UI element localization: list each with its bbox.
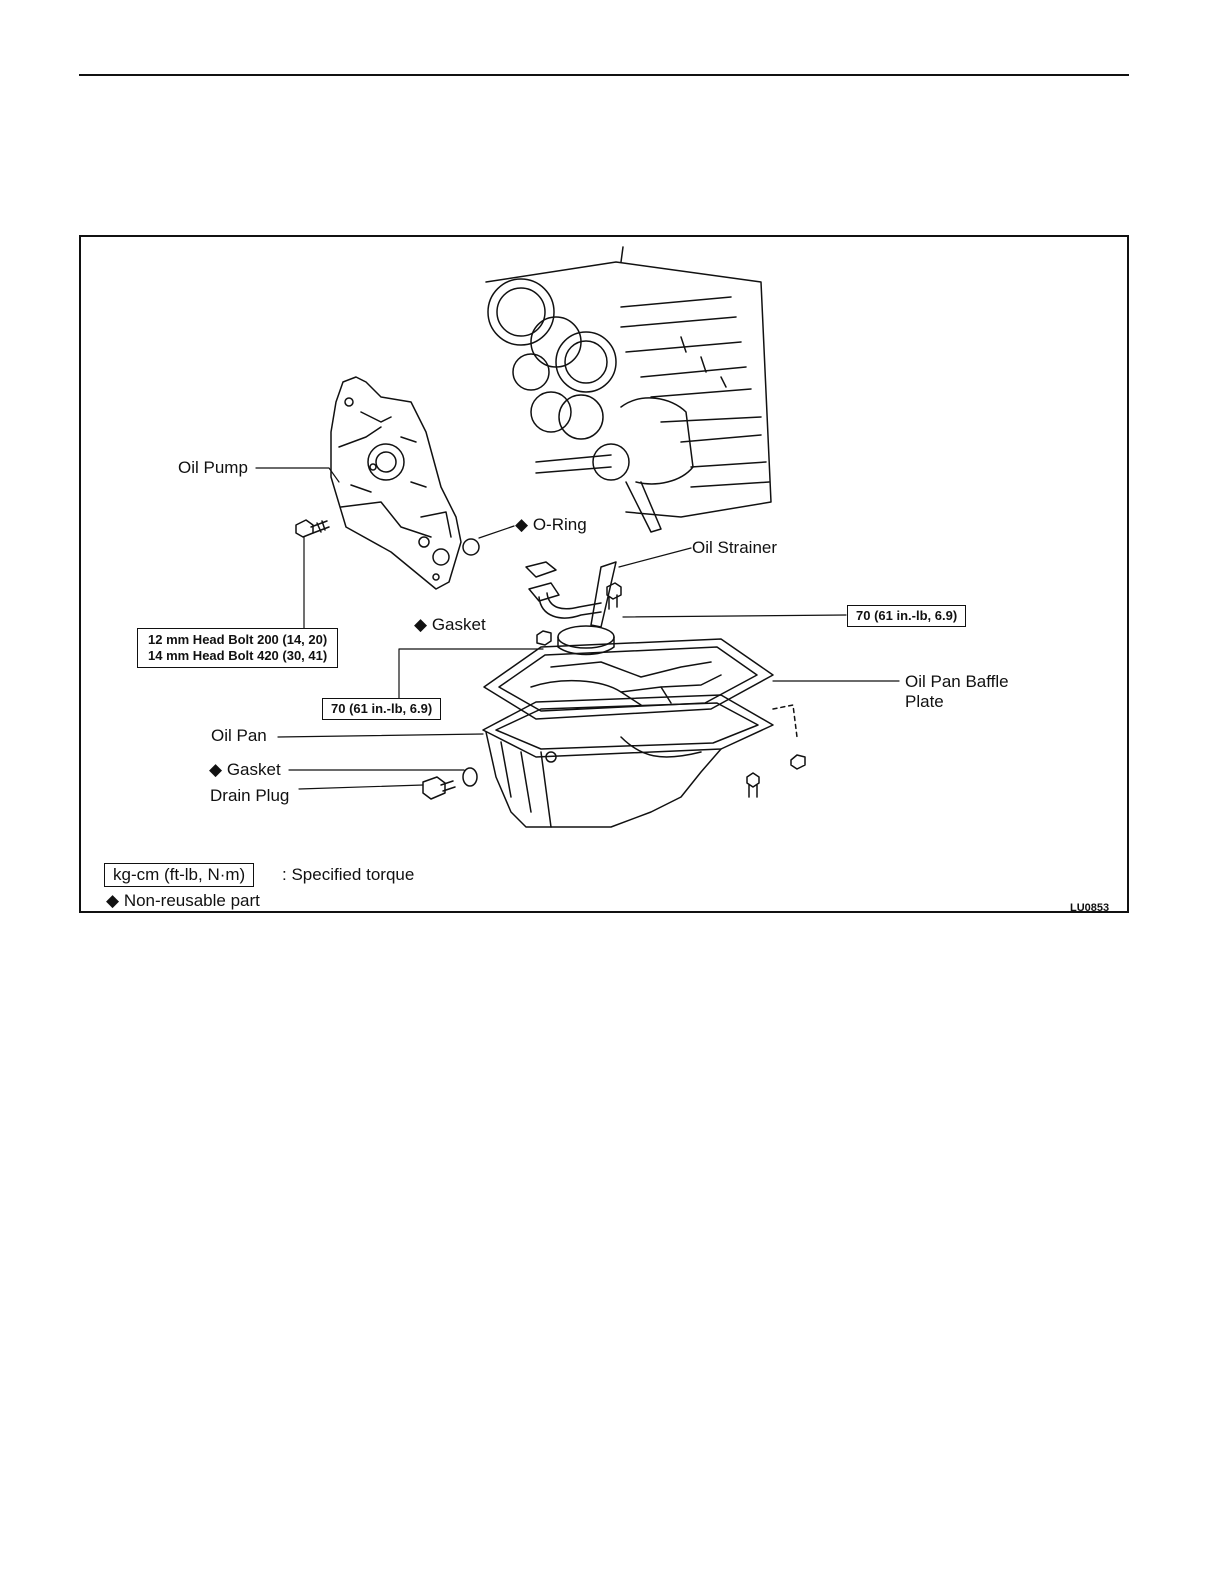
oil-pump-drawing [331,377,461,589]
diamond-icon: ◆ [209,760,222,779]
torque-baffle-nut: 70 (61 in.-lb, 6.9) [322,698,441,720]
strainer-bolt-drawing [607,583,621,609]
legend-torque-unit: kg-cm (ft-lb, N·m) [104,863,254,887]
pan-nut-drawing [791,755,805,769]
drain-gasket-drawing [463,768,477,786]
pan-bolt-drawing [747,773,759,797]
engine-block-drawing [486,247,771,532]
dashed-guide [773,705,797,737]
legend-torque-desc: : Specified torque [282,865,414,885]
torque-strainer-bolt: 70 (61 in.-lb, 6.9) [847,605,966,627]
label-oil-pump: Oil Pump [178,458,248,478]
diamond-icon: ◆ [106,891,119,910]
diamond-icon: ◆ [515,515,528,534]
diamond-icon: ◆ [414,615,427,634]
label-drain-plug: Drain Plug [210,786,289,806]
figure-code: LU0853 [1070,902,1109,914]
header-rule [79,74,1129,76]
torque-head-bolt-12: 12 mm Head Bolt 200 (14, 20) [148,632,327,648]
oil-pan-drawing [483,695,773,827]
legend-nonreusable: ◆ Non-reusable part [106,891,260,911]
baffle-nut-drawing [537,631,551,645]
label-baffle-plate: Oil Pan Baffle Plate [905,672,1009,712]
torque-head-bolt-14: 14 mm Head Bolt 420 (30, 41) [148,648,327,664]
diagram-artwork [81,237,1131,915]
exploded-diagram-frame: Oil Pump ◆ O-Ring Oil Strainer ◆ Gasket … [79,235,1129,913]
o-ring-drawing [463,539,479,555]
label-gasket-drain: ◆ Gasket [209,760,281,780]
torque-head-bolts: 12 mm Head Bolt 200 (14, 20) 14 mm Head … [137,628,338,668]
drain-plug-drawing [423,777,455,799]
label-oil-strainer: Oil Strainer [692,538,777,558]
label-oil-pan: Oil Pan [211,726,267,746]
label-o-ring: ◆ O-Ring [515,515,587,535]
oil-strainer-drawing [526,562,616,655]
head-bolt-drawing [296,520,329,537]
label-gasket-strainer: ◆ Gasket [414,615,486,635]
